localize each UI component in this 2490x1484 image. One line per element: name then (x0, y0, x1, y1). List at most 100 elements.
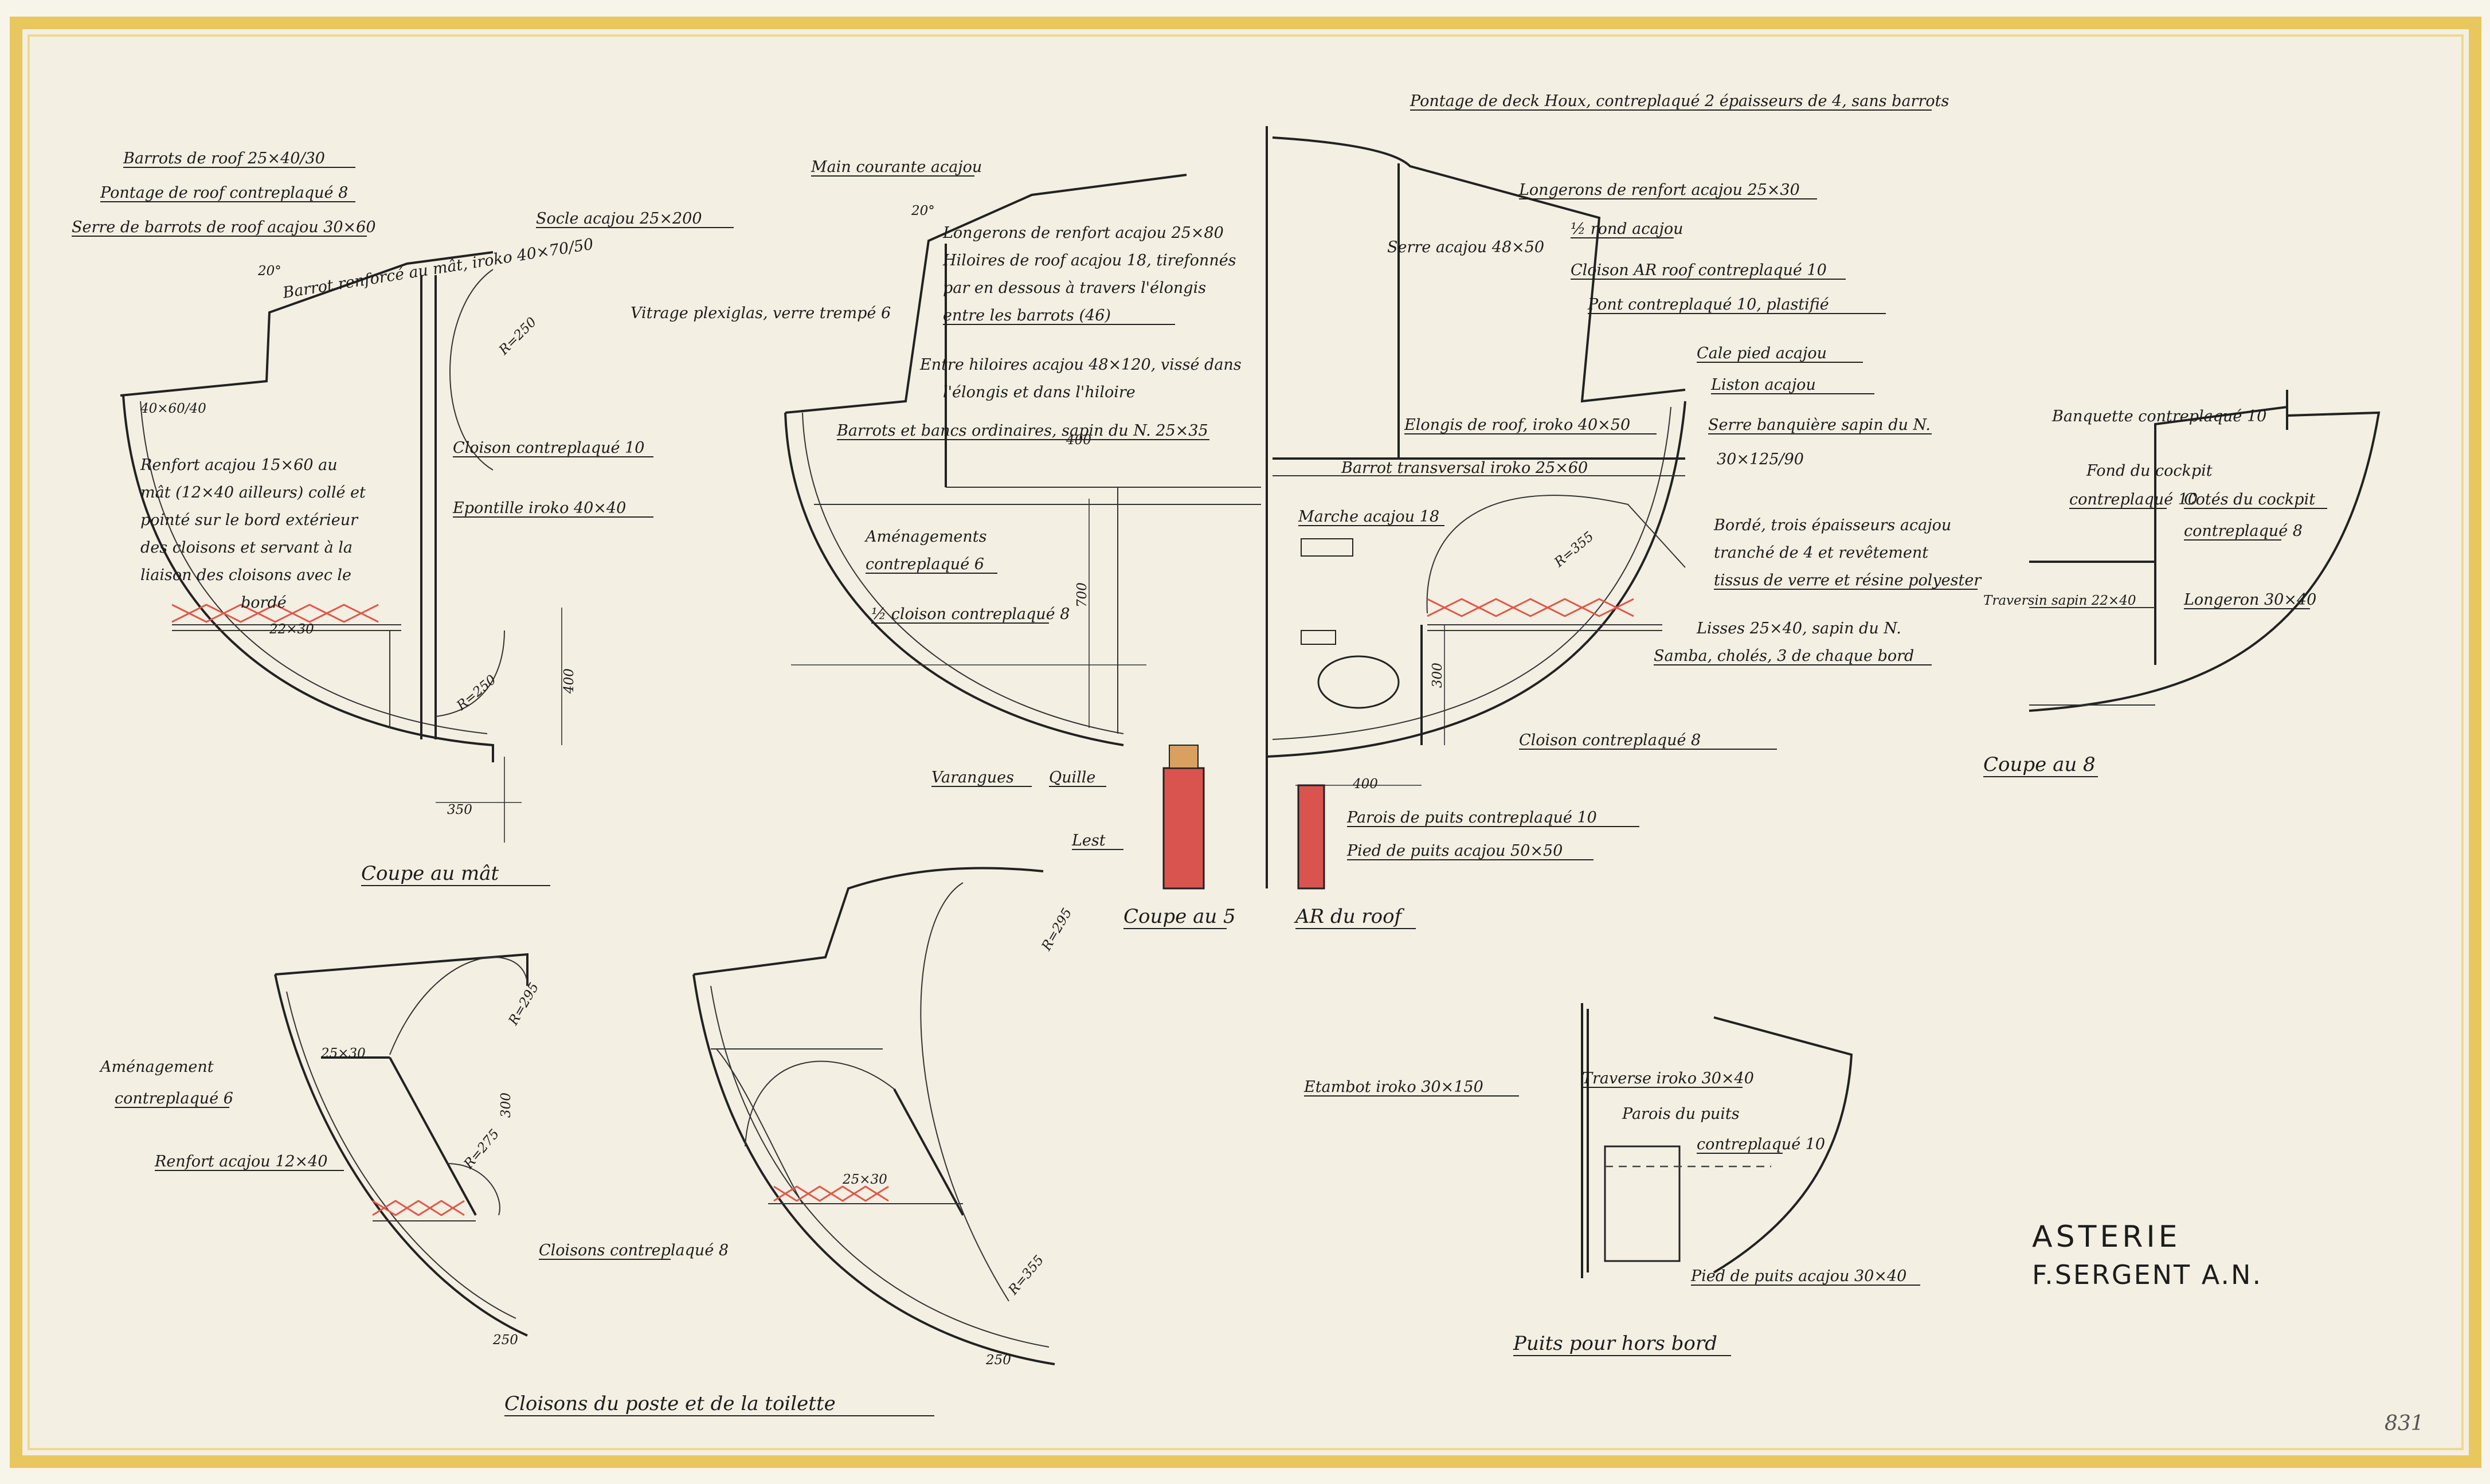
label-serre-barrots: Serre de barrots de roof acajou 30×60 (72, 218, 376, 236)
cloison-1-diag (389, 1057, 477, 1216)
label-marche: Marche acajou 18 (1298, 508, 1439, 526)
label-amenag-1: Aménagement (99, 1058, 214, 1076)
designer-name: F.SERGENT A.N. (2032, 1259, 2262, 1290)
label-angle-20: 20° (257, 264, 281, 279)
label-renfort-6: bordé (241, 594, 287, 612)
label-25x30: 25×30 (320, 1046, 366, 1061)
radius-arc (1426, 495, 1686, 614)
label-renfort-3: pointé sur le bord extérieur (140, 511, 359, 529)
step-2 (1301, 630, 1336, 645)
cloison-2-arc (745, 1060, 895, 1147)
caption-ar-roof: AR du roof (1294, 905, 1405, 928)
hull-outline (1266, 401, 1686, 758)
label-longerons: Longerons de renfort acajou 25×30 (1518, 181, 1800, 199)
label-dim-300: 300 (1430, 663, 1445, 688)
cloison-2-inner (710, 985, 1050, 1348)
well-foot-red (1297, 784, 1325, 890)
label-30x125: 30×125/90 (1717, 451, 1804, 468)
label-dim-350: 350 (447, 802, 472, 817)
puits-section: Etambot iroko 30×150 Traverse iroko 30×4… (1303, 1003, 1920, 1356)
cloison-1-arc (389, 957, 528, 1055)
toilet-bowl (1317, 655, 1400, 709)
cloison-1-outline (274, 953, 528, 1337)
label-banquette: Banquette contreplaqué 10 (2051, 408, 2266, 425)
label-renfort-1: Renfort acajou 15×60 au (140, 456, 338, 474)
label-serre-banquiere: Serre banquière sapin du N. (1708, 416, 1931, 434)
label-cale-pied: Cale pied acajou (1697, 344, 1827, 362)
label-barrots-ord: Barrots et bancs ordinaires, sapin du N.… (836, 422, 1208, 440)
label-demi-cloison: ½ cloison contreplaqué 8 (871, 605, 1070, 623)
sheet-number: 831 (2385, 1412, 2424, 1435)
label-socle: Socle acajou 25×200 (536, 210, 702, 228)
label-pontage-roof: Pontage de roof contreplaqué 8 (100, 184, 348, 202)
label-cloison: Cloison contreplaqué 10 (453, 439, 644, 457)
label-barrots-roof: Barrots de roof 25×40/30 (123, 150, 325, 167)
label-renfort-5: liaison des cloisons avec le (140, 566, 351, 584)
label-quille: Quille (1049, 769, 1095, 786)
boat-name: ASTERIE (2032, 1220, 2181, 1254)
label-dim-700: 700 (1075, 582, 1090, 608)
label-renfort-2: mât (12×40 ailleurs) collé et (140, 484, 366, 502)
label-demi-rond: ½ rond acajou (1571, 220, 1684, 238)
label-dim-250-b: 250 (985, 1353, 1011, 1368)
hull-inner-line (802, 412, 1124, 734)
label-traverse: Traverse iroko 30×40 (1582, 1070, 1754, 1087)
label-renfort: Renfort acajou 12×40 (154, 1153, 328, 1170)
label-lg1: Longerons de renfort acajou 25×80 (942, 224, 1224, 242)
label-amenag1: Aménagements (864, 528, 987, 546)
cloison-2-outline (692, 867, 1055, 1365)
cloison-2-diag (893, 1088, 964, 1216)
caption-cloisons: Cloisons du poste et de la toilette (504, 1392, 836, 1415)
label-cloison-8: Cloison contreplaqué 8 (1519, 731, 1701, 749)
label-lisses-1: Lisses 25×40, sapin du N. (1696, 620, 1901, 637)
label-longeron: Longeron 30×40 (2183, 591, 2316, 609)
label-dim-300: 300 (499, 1093, 514, 1118)
label-22x30: 22×30 (269, 622, 314, 637)
label-pont: Pont contreplaqué 10, plastifié (1587, 296, 1829, 314)
label-amenag2: contreplaqué 6 (866, 555, 984, 573)
hull-inner-line (1272, 406, 1671, 740)
insulation-hatch (1427, 598, 1634, 617)
label-etambot: Etambot iroko 30×150 (1303, 1078, 1483, 1096)
label-epontille: Epontille iroko 40×40 (452, 499, 626, 517)
coupe-au-8-section: Banquette contreplaqué 10 Fond du cockpi… (1983, 390, 2381, 777)
quille-block (1169, 745, 1199, 769)
label-cloison-ar: Cloison AR roof contreplaqué 10 (1571, 261, 1827, 279)
label-elongis: Elongis de roof, iroko 40×50 (1404, 416, 1630, 434)
hull-outline (2029, 405, 2381, 712)
label-40x60: 40×60/40 (140, 401, 206, 416)
caption-puits: Puits pour hors bord (1513, 1332, 1717, 1355)
label-ent2: l'élongis et dans l'hiloire (943, 383, 1136, 401)
marche-step (1301, 538, 1353, 557)
label-main-courante: Main courante acajou (811, 158, 982, 176)
label-cotes-2: contreplaqué 8 (2184, 522, 2303, 540)
cloison-1-small-arc (447, 1163, 500, 1216)
label-amenag-2: contreplaqué 6 (115, 1090, 233, 1107)
cloison-2-big-arc (920, 882, 1009, 1302)
ar-du-roof-section: Pontage de deck Houx, contreplaqué 2 épa… (1266, 92, 1982, 929)
label-lisses-2: Samba, cholés, 3 de chaque bord (1654, 647, 1914, 665)
title-block: ASTERIE F.SERGENT A.N. (2032, 1220, 2262, 1290)
caption-coupe-8: Coupe au 8 (1983, 753, 2096, 776)
hull-inner-line (140, 401, 488, 734)
radius-arc-top (449, 269, 494, 471)
lest-ballast (1162, 767, 1205, 890)
roof-outline (1272, 136, 1686, 403)
radius-arc-bottom (435, 630, 505, 717)
label-cotes-1: Cotés du cockpit (2184, 491, 2315, 508)
label-pied: Pied de puits acajou 30×40 (1690, 1267, 1906, 1285)
label-pied-puits: Pied de puits acajou 50×50 (1346, 842, 1563, 860)
caption-coupe-mat: Coupe au mât (361, 862, 499, 885)
hull-outline (784, 412, 1124, 746)
insulation-hatch (372, 1200, 465, 1216)
puits-outline (1587, 1009, 1853, 1274)
label-liston: Liston acajou (1710, 376, 1816, 394)
label-dim-400: 400 (1352, 777, 1378, 792)
insulation-hatch (773, 1185, 889, 1202)
label-lg3: par en dessous à travers l'élongis (943, 279, 1206, 297)
label-lg4: entre les barrots (46) (943, 307, 1111, 324)
label-25x30-b: 25×30 (842, 1172, 887, 1187)
label-varangues: Varangues (931, 769, 1014, 786)
label-dim-400: 400 (1066, 433, 1091, 448)
label-serre: Serre acajou 48×50 (1387, 238, 1544, 256)
